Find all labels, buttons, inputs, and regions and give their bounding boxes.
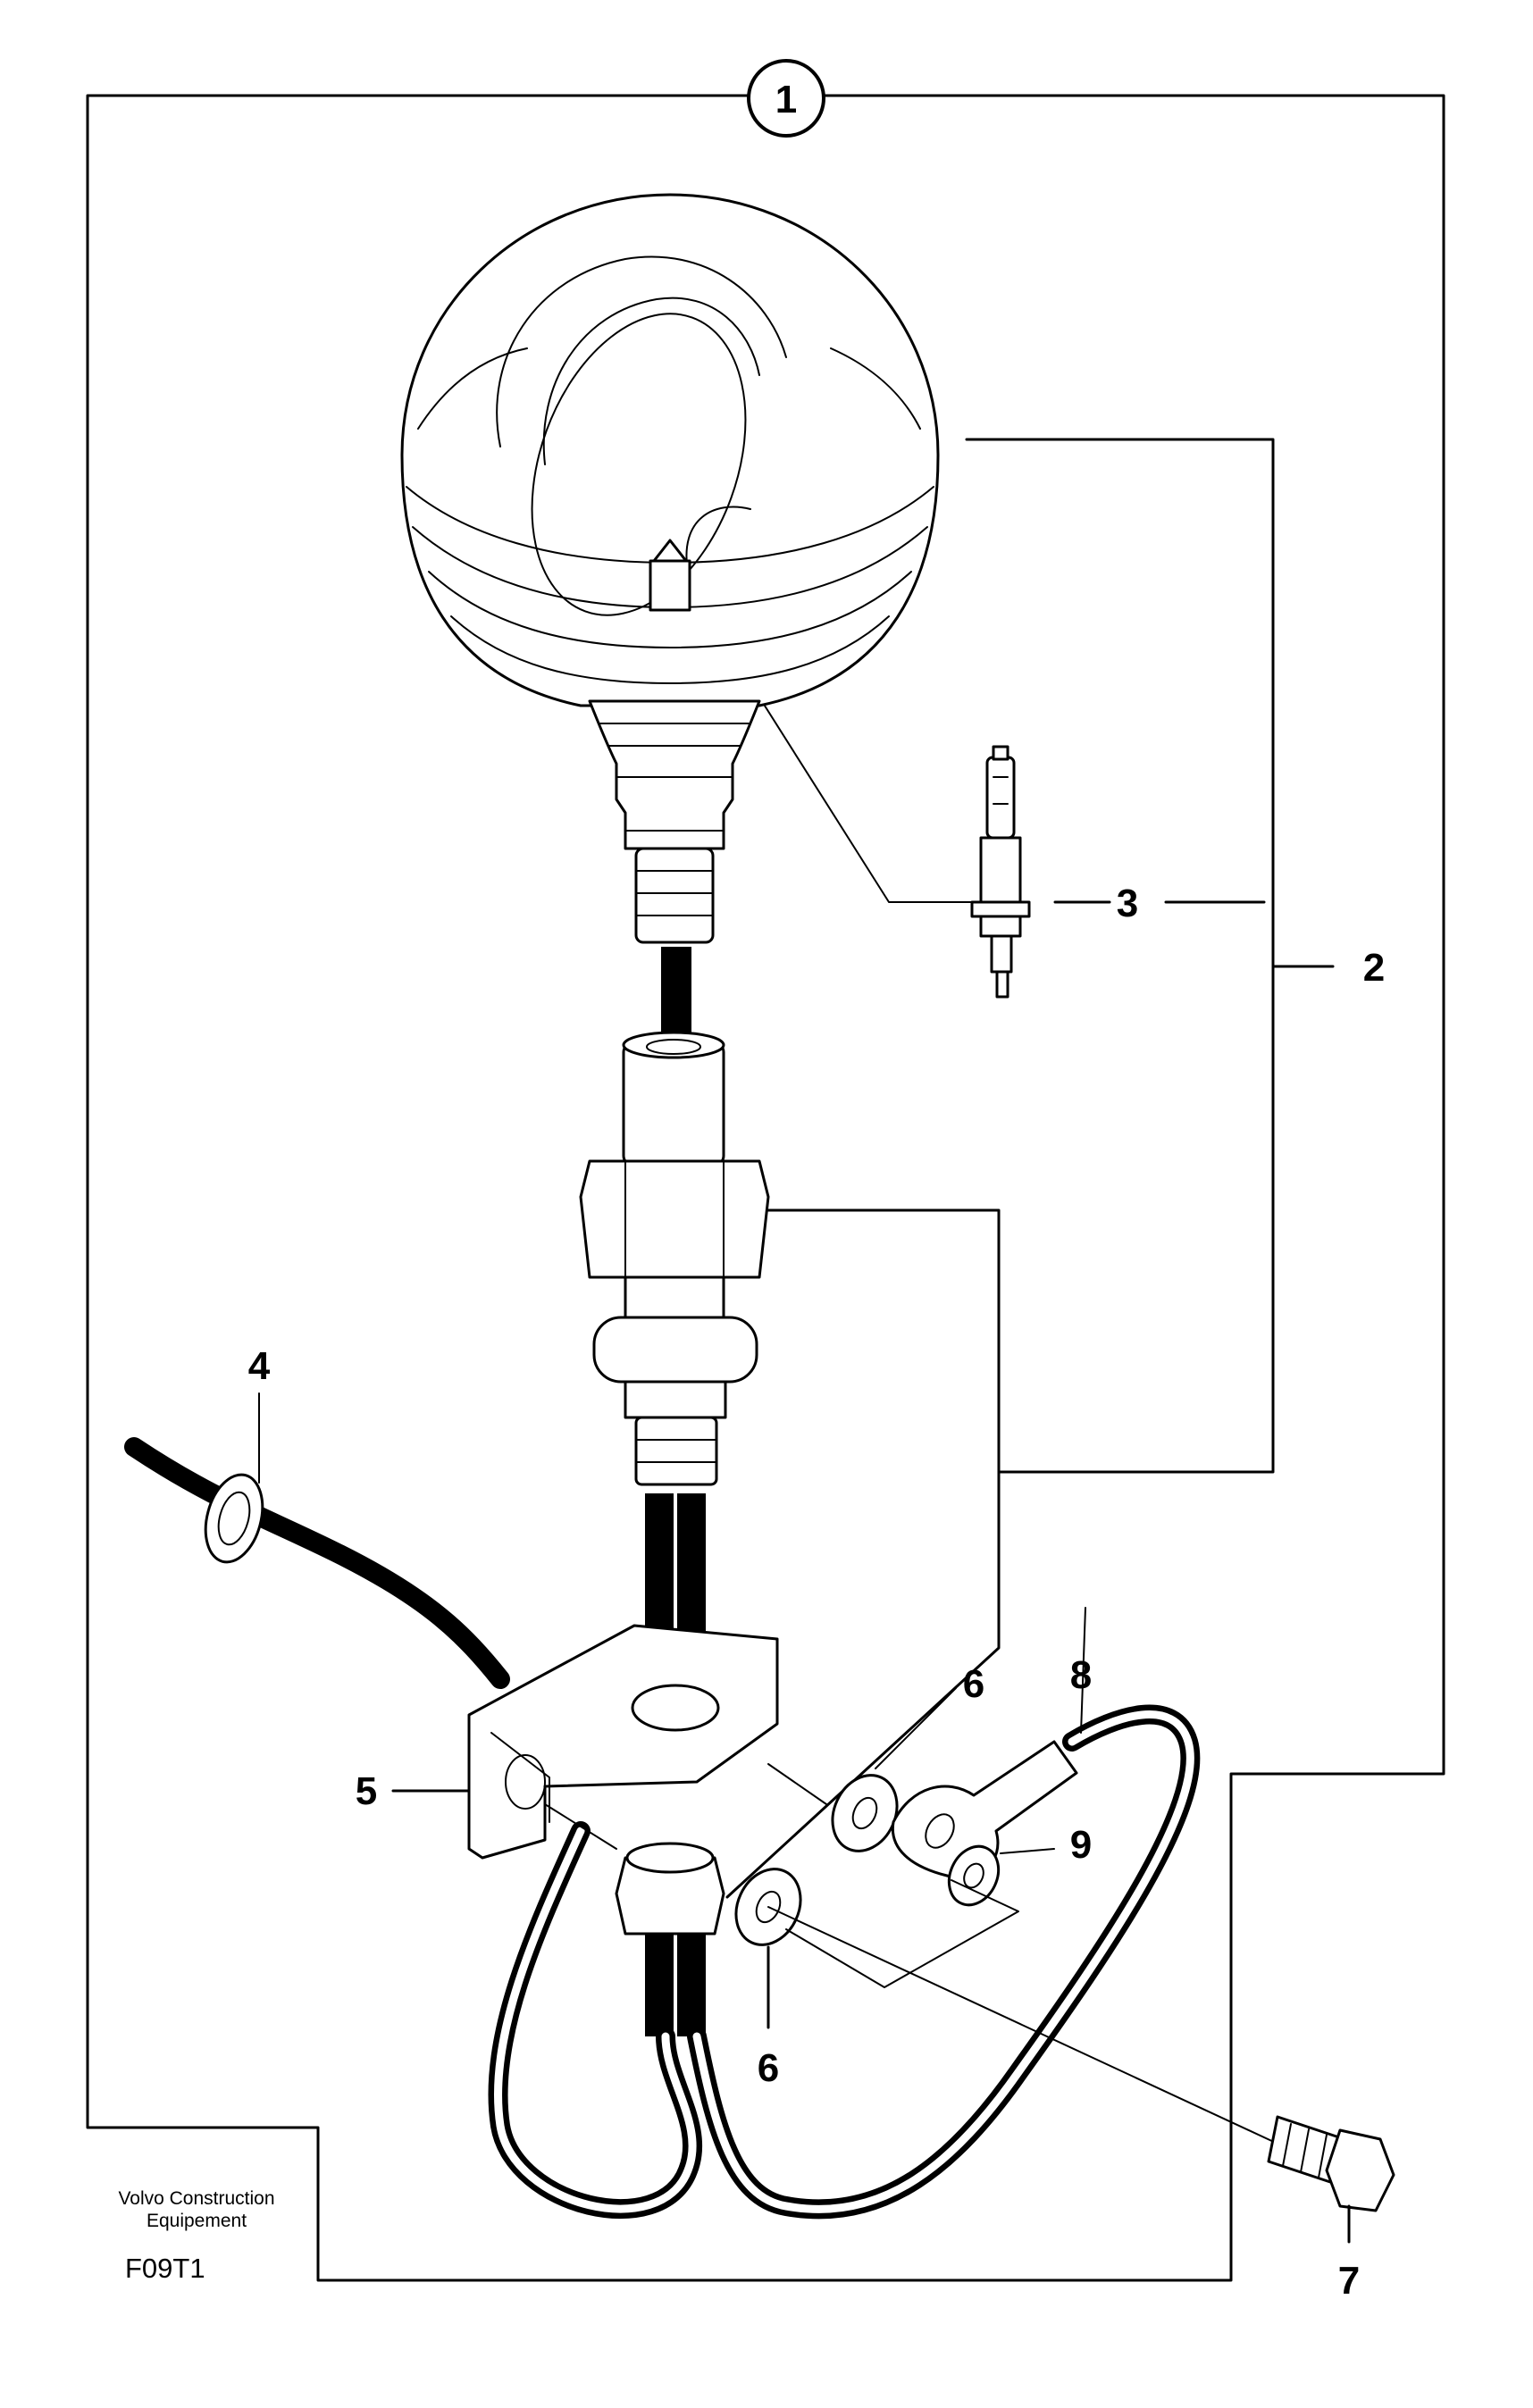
brand-line-1: Volvo Construction [118, 2188, 274, 2209]
beacon-neck [588, 699, 761, 944]
lamp-assembly-bracket [725, 438, 1335, 1899]
callout-5-label: 5 [356, 1769, 377, 1813]
callout-9-label: 9 [1070, 1823, 1092, 1867]
figure-code: F09T1 [125, 2253, 205, 2284]
brand-line-2: Equipement [147, 2211, 247, 2231]
callout-3-label: 3 [1117, 882, 1138, 925]
mounting-bracket [391, 1624, 779, 1860]
callout-8-label: 8 [1070, 1653, 1092, 1697]
mount-tube [579, 947, 770, 1486]
cable-lines [124, 1437, 1201, 2220]
callout-6a-label: 6 [963, 1662, 984, 1706]
outer-group-bracket [86, 94, 1445, 2282]
hardware-stack [544, 1607, 1278, 2145]
callout-6b-label: 6 [758, 2046, 779, 2090]
callout-1-label: 1 [775, 78, 797, 121]
halogen-bulb [970, 745, 1031, 999]
hex-bolt [1267, 2115, 1395, 2244]
callout-4-label: 4 [248, 1344, 271, 1388]
callout-1: 1 [747, 59, 825, 138]
callout-7-label: 7 [1338, 2259, 1360, 2303]
grommet [204, 1392, 264, 1564]
beacon-dome [400, 193, 940, 707]
callout-2-label: 2 [1363, 946, 1385, 990]
